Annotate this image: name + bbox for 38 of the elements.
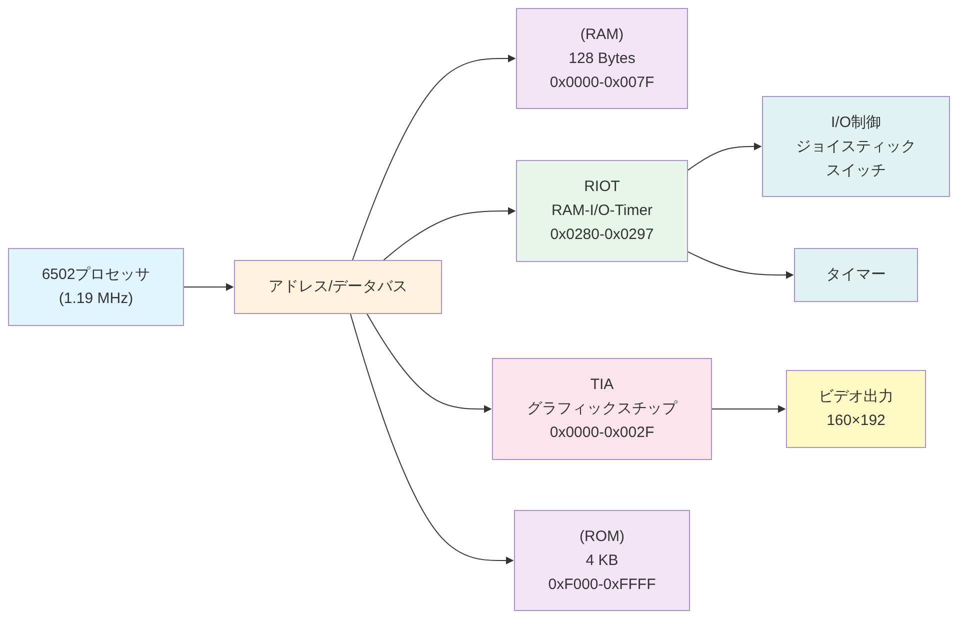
node-label: I/O制御 [830,112,881,132]
arrow [352,54,516,260]
node-label: アドレス/データバス [268,277,408,297]
process-box [516,8,688,109]
process-box [234,260,442,314]
node-label: (RAM) [580,24,624,44]
process-box [514,510,690,611]
arrow [366,314,492,413]
arrow [688,142,762,171]
process-box [516,160,688,262]
node-label: 128 Bytes [568,48,636,68]
process-box [794,248,918,302]
node-label: 0xF000-0xFFFF [548,574,656,594]
node-label: TIA [590,375,614,395]
node-label: 6502プロセッサ [42,265,150,285]
node-label: RAM-I/O-Timer [551,201,653,221]
node-label: 0x0000-0x002F [550,423,654,443]
node-label: スイッチ [826,160,886,180]
node-label: 0x0280-0x0297 [550,225,654,245]
process-box [492,358,712,460]
process-box [8,248,184,326]
process-box [786,370,926,448]
node-label: (1.19 MHz) [58,289,134,309]
arrow [383,207,516,260]
node-label: ビデオ出力 [818,387,894,407]
node-label: RIOT [584,177,620,197]
process-box [762,96,950,197]
arrow [688,251,794,279]
node-label: グラフィックスチップ [527,399,677,419]
node-label: 0x0000-0x007F [550,72,654,92]
node-label: (ROM) [580,526,624,546]
node-label: 4 KB [586,550,618,570]
node-label: タイマー [826,265,886,285]
arrow [184,283,234,291]
node-label: ジョイスティック [796,136,916,156]
arrow [712,405,786,413]
arrow [350,314,514,564]
node-label: 160×192 [826,411,886,431]
